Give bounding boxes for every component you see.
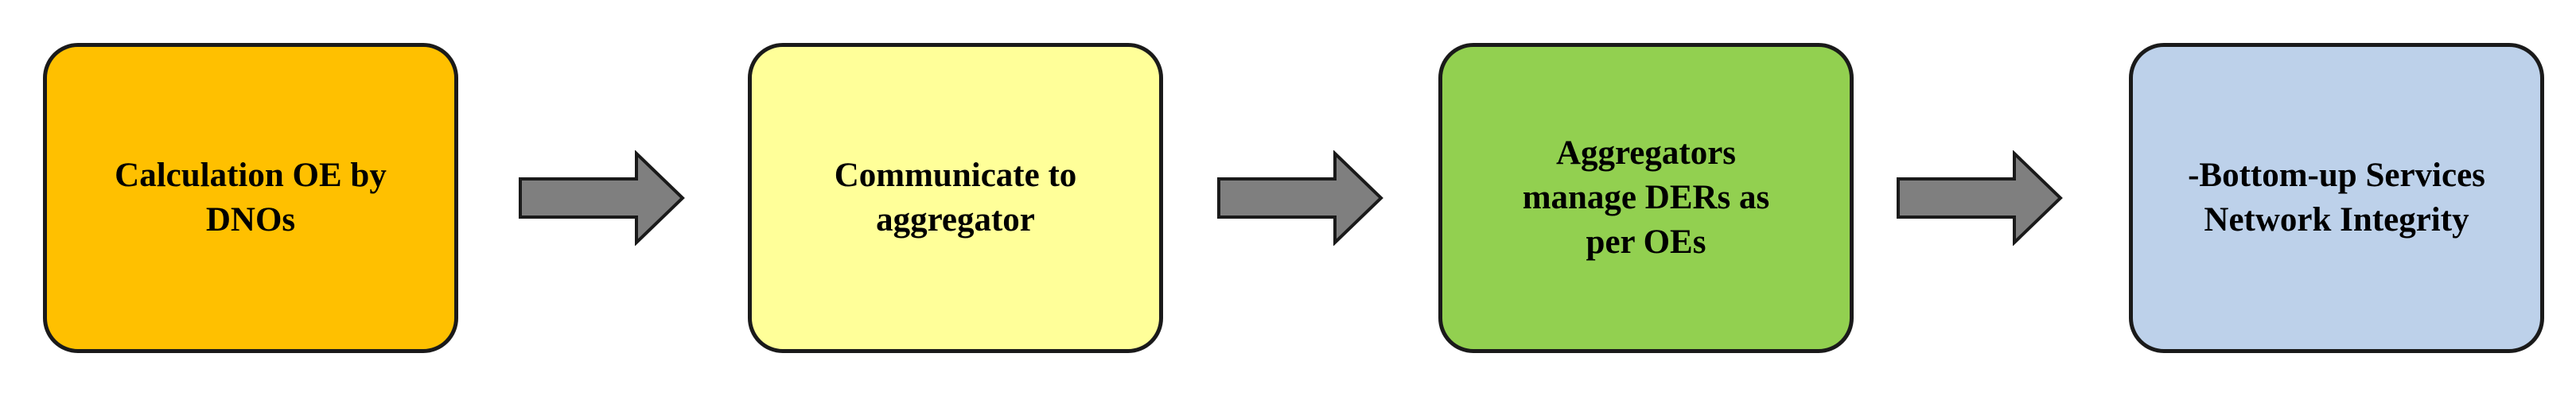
step-calculation-oe-label: Calculation OE by DNOs — [115, 157, 387, 239]
step-aggregators-manage-label: Aggregators manage DERs as per OEs — [1522, 134, 1770, 261]
step-bottom-up-services-box: -Bottom-up Services Network Integrity — [2129, 43, 2544, 353]
flow-arrow-3 — [1897, 150, 2063, 246]
step-bottom-up-services-label: -Bottom-up Services Network Integrity — [2188, 157, 2485, 239]
flow-arrow-2 — [1217, 150, 1383, 246]
step-aggregators-manage-box: Aggregators manage DERs as per OEs — [1438, 43, 1854, 353]
step-communicate-label: Communicate to aggregator — [834, 157, 1077, 239]
step-calculation-oe-box: Calculation OE by DNOs — [43, 43, 458, 353]
flow-arrow-1 — [519, 150, 685, 246]
step-communicate-box: Communicate to aggregator — [748, 43, 1163, 353]
